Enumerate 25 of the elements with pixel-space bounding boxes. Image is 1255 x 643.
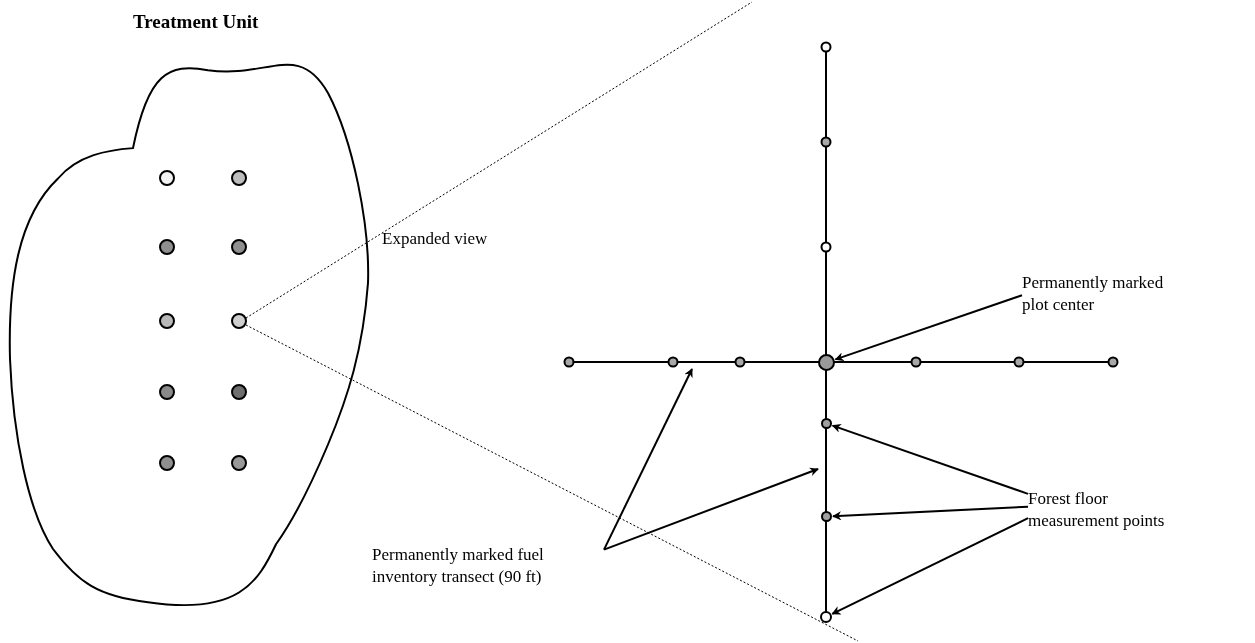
callout-text: Forest floor measurement points <box>1028 488 1166 532</box>
callout-text: Permanently marked plot center <box>1022 272 1165 316</box>
sample-point <box>159 170 175 186</box>
callout-text: Permanently marked fuel inventory transect (90 ft) <box>372 544 545 588</box>
sample-point <box>821 418 832 429</box>
sample-point <box>231 239 247 255</box>
sample-point <box>231 170 247 186</box>
sample-point <box>159 239 175 255</box>
unit-title: Treatment Unit <box>133 10 259 34</box>
sample-point <box>231 313 247 329</box>
sample-point <box>231 455 247 471</box>
leader-arrow <box>834 294 1023 362</box>
sample-point <box>231 384 247 400</box>
sample-point <box>821 511 832 522</box>
sample-point <box>159 455 175 471</box>
sample-point <box>818 354 835 371</box>
sample-point <box>159 313 175 329</box>
leader-arrow <box>603 467 819 551</box>
leader-arrow <box>831 424 1029 495</box>
sample-point <box>159 384 175 400</box>
sample-point <box>820 611 832 623</box>
view-label: Expanded view <box>382 228 488 250</box>
leader-arrow <box>832 505 1029 521</box>
leader-arrow <box>831 517 1029 615</box>
leader-arrow <box>603 368 693 551</box>
